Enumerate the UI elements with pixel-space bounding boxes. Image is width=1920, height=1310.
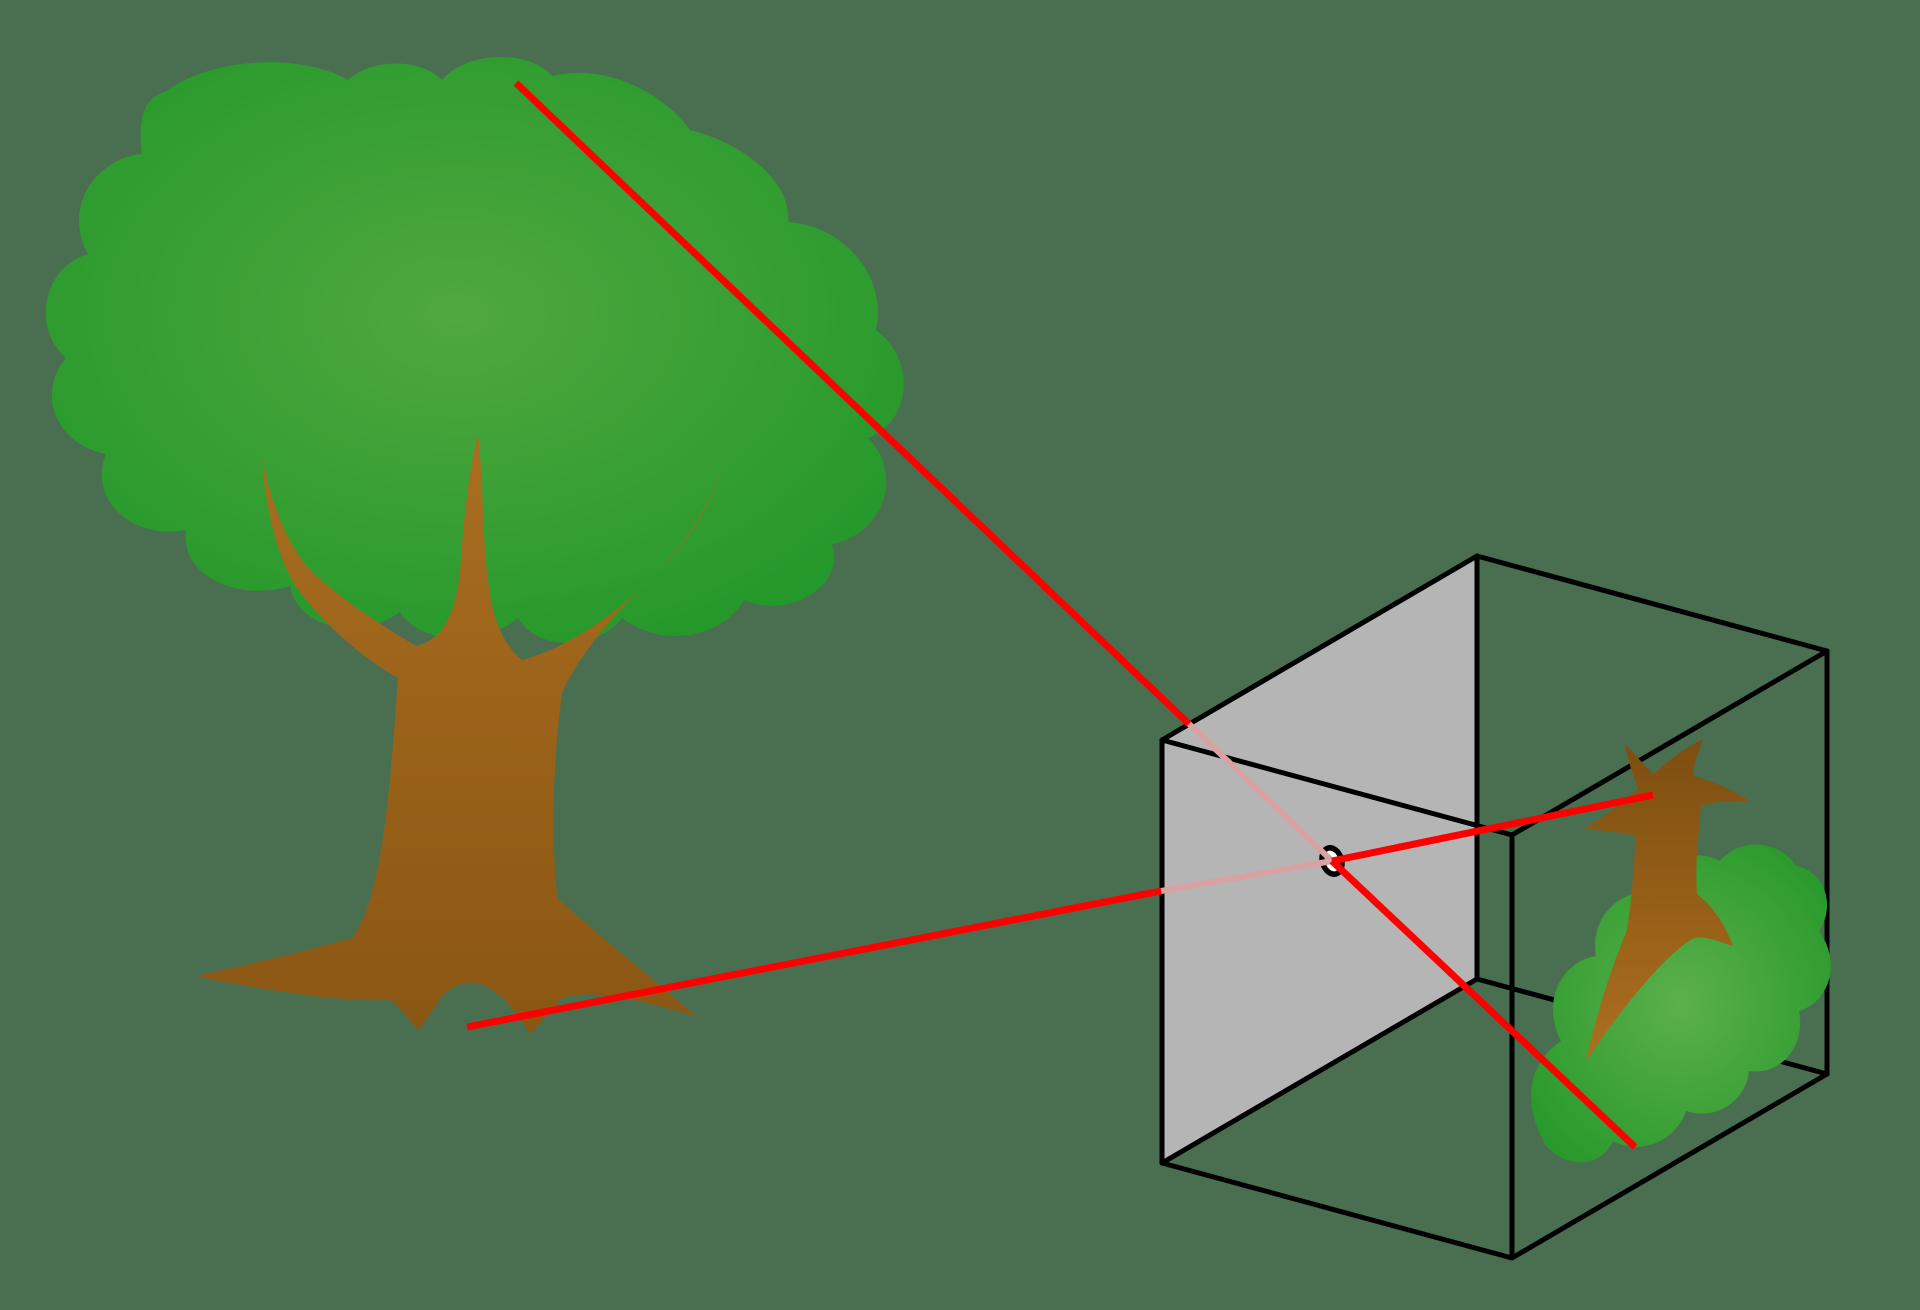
tree-foliage	[45, 56, 904, 643]
faded-ray-segments	[1160, 717, 1335, 894]
ray-pinhole-to-image-top	[1331, 791, 1654, 865]
projected-image	[1531, 739, 1831, 1163]
ray-bottom-faded-segment	[1160, 858, 1333, 894]
projected-foliage	[1531, 844, 1831, 1163]
box-edge-top-right-depth	[1474, 553, 1830, 654]
ray-tree-base-to-box	[466, 887, 1162, 1031]
box-edge-back-top	[1509, 648, 1830, 838]
tree-trunk	[196, 434, 724, 1034]
tree	[45, 56, 904, 1034]
ray-tree-top-to-box	[513, 80, 1192, 727]
projected-trunk	[1585, 739, 1749, 1061]
box-edge-back-bottom	[1509, 1071, 1830, 1261]
box-edge-front-bottom-depth	[1159, 1160, 1515, 1261]
ray-top-faded-segment	[1182, 717, 1335, 864]
bright-ray-segments	[466, 80, 1654, 1150]
light-rays	[466, 80, 1654, 1150]
ray-pinhole-to-image-bottom	[1329, 858, 1638, 1150]
